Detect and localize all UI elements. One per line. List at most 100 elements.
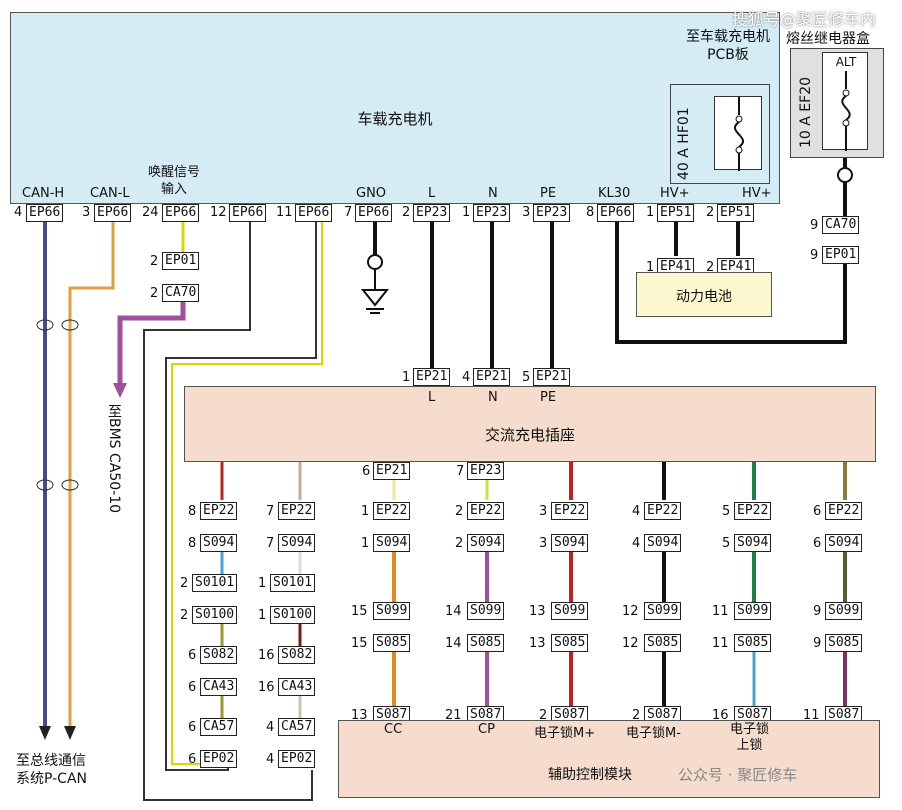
pin-num: 7	[456, 464, 465, 479]
pin-num: 5	[722, 536, 731, 551]
alt-fuse: ALT	[822, 52, 868, 151]
connector-label: S099	[825, 602, 863, 620]
pin-num: 8	[188, 536, 197, 551]
connector-label: S085	[373, 634, 411, 652]
connector-label: CA43	[200, 678, 238, 696]
pcb-fuse-label: 40 A HF01	[676, 107, 692, 180]
arrow-bms	[113, 383, 127, 398]
pin-num: 2	[455, 504, 464, 519]
pin-num: 3	[82, 205, 91, 220]
pin-num: 4	[14, 205, 23, 220]
connector-label: S087	[734, 706, 772, 724]
pin-num: 2	[180, 576, 189, 591]
connector-label: S0101	[192, 574, 238, 592]
pin-name-hv2: HV+	[742, 186, 772, 201]
connector-label: EP66	[162, 204, 200, 222]
connector-label: S085	[825, 634, 863, 652]
charger-title: 车载充电机	[357, 110, 433, 128]
pin-num: 6	[813, 504, 822, 519]
pin-num: 15	[351, 604, 368, 619]
alt-label: ALT	[835, 55, 857, 69]
connector-label: S085	[644, 634, 682, 652]
watermark-top: 搜狐号@聚匠修车内	[732, 10, 877, 29]
connector-label: S085	[551, 634, 589, 652]
pin-num: 6	[813, 536, 822, 551]
pin-num: 1	[462, 205, 471, 220]
pin-num: 9	[810, 218, 819, 233]
connector-label: S094	[551, 534, 589, 552]
pin-num: 1	[361, 536, 370, 551]
pin-num: 15	[351, 636, 368, 651]
pin-num: 2	[632, 708, 641, 723]
socket-pin-pe: PE	[540, 390, 557, 405]
pin-name-n: N	[488, 186, 498, 201]
connector-label: EP41	[657, 258, 695, 276]
connector-label: EP21	[413, 368, 451, 386]
connector-label: S094	[825, 534, 863, 552]
connector-label: CA57	[200, 718, 238, 736]
connector-label: S099	[373, 602, 411, 620]
pin-num: 1	[402, 370, 411, 385]
connector-label: EP22	[644, 502, 682, 520]
pin-name-l: L	[428, 186, 436, 201]
battery-label: 动力电池	[676, 289, 732, 305]
onboard-charger	[10, 12, 780, 204]
watermark-bottom: 公众号 · 聚匠修车	[678, 766, 798, 784]
pin-name-wake: 唤醒信号 输入	[148, 165, 201, 197]
connector-label: S099	[551, 602, 589, 620]
pin-num: 21	[445, 708, 462, 723]
connector-label: S0100	[192, 606, 238, 624]
connector-label: EP21	[473, 368, 511, 386]
connector-label: S085	[734, 634, 772, 652]
connector-label: EP66	[355, 204, 393, 222]
pin-num: 13	[529, 636, 546, 651]
pin-num: 1	[258, 576, 267, 591]
connector-label: EP22	[467, 502, 505, 520]
connector-label: S0100	[270, 606, 316, 624]
connector-label: EP23	[413, 204, 451, 222]
pin-num: 2	[706, 205, 715, 220]
connector-label: EP66	[26, 204, 64, 222]
fusebox-label: 熔丝继电器盒	[786, 31, 870, 47]
connector-label: EP22	[200, 502, 238, 520]
connector-label: EP02	[200, 750, 238, 768]
pin-name-hv1: HV+	[660, 186, 690, 201]
connector-label: EP23	[473, 204, 511, 222]
pin-num: 16	[712, 708, 729, 723]
pin-name-pe: PE	[540, 186, 557, 201]
connector-label: EP21	[373, 462, 411, 480]
pin-num: 3	[522, 205, 531, 220]
pin-num: 7	[266, 536, 275, 551]
aux-signal-cp: CP	[478, 722, 495, 737]
aux-signal-lock: 电子锁 上锁	[730, 722, 770, 753]
pin-num: 7	[344, 205, 353, 220]
connector-label: S094	[644, 534, 682, 552]
connector-label: S094	[373, 534, 411, 552]
pin-num: 14	[445, 604, 462, 619]
aux-signal-lock-pos: 电子锁M+	[534, 726, 596, 741]
pin-num: 12	[622, 636, 639, 651]
connector-label: EP66	[597, 204, 635, 222]
connector-label: S082	[278, 646, 316, 664]
connector-label: EP51	[657, 204, 695, 222]
pin-num: 1	[258, 608, 267, 623]
connector-label: S099	[467, 602, 505, 620]
arrow-can-h	[39, 726, 51, 740]
pin-num: 6	[362, 464, 371, 479]
pin-num: 1	[646, 260, 655, 275]
pin-num: 9	[813, 604, 822, 619]
connector-label: CA70	[822, 216, 860, 234]
pin-num: 13	[351, 708, 368, 723]
pin-name-kl30: KL30	[598, 186, 631, 201]
ef20-label: 10 A EF20	[798, 76, 814, 148]
connector-label: EP22	[551, 502, 589, 520]
pin-name-gno: GNO	[356, 186, 387, 201]
pin-num: 8	[188, 504, 197, 519]
pin-num: 2	[455, 536, 464, 551]
pin-num: 1	[646, 205, 655, 220]
pin-num: 14	[445, 636, 462, 651]
pin-num: 2	[539, 708, 548, 723]
pin-num: 9	[813, 636, 822, 651]
connector-label: EP22	[734, 502, 772, 520]
